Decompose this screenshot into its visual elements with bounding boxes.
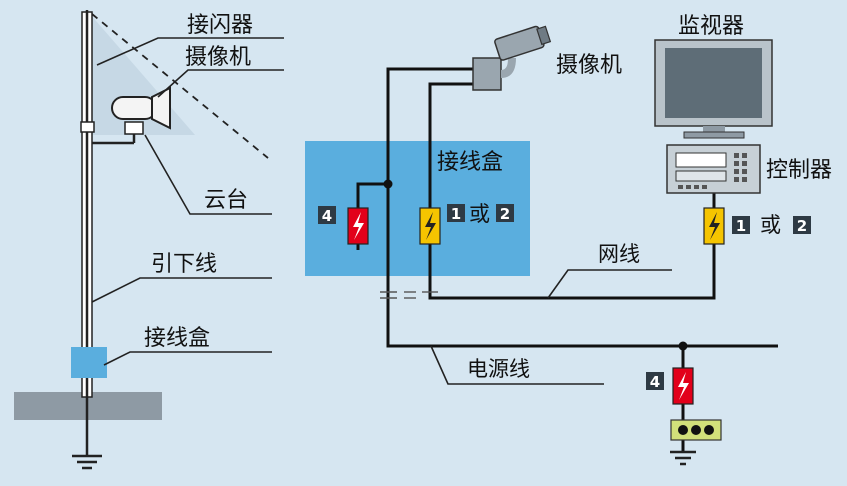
badge-1-controller: 1 — [736, 217, 746, 235]
label-left-camera: 摄像机 — [185, 45, 251, 70]
lightning-arrester-icon — [678, 372, 689, 400]
left-camera-icon — [92, 86, 171, 145]
right-ground-symbol-icon — [670, 450, 696, 466]
label-lightning-rod: 接闪器 — [187, 13, 253, 38]
lightning-arrester-icon — [353, 212, 364, 240]
badge-1-in-box: 1 — [451, 205, 461, 223]
network-wire — [428, 82, 716, 300]
or-word-in-box: 或 — [469, 202, 490, 226]
label-pan-tilt: 云台 — [204, 188, 248, 213]
label-right-camera: 摄像机 — [556, 53, 622, 78]
left-junction-box — [71, 347, 107, 378]
label-monitor: 监视器 — [678, 14, 744, 39]
left-ground-symbol-icon — [72, 454, 102, 470]
right-leader-lines — [430, 269, 672, 385]
lightning-arrester-icon — [709, 212, 720, 240]
power-junction-dot — [383, 179, 393, 189]
label-left-junction-box: 接线盒 — [144, 326, 210, 351]
monitor-icon — [654, 39, 773, 139]
label-network-line: 网线 — [598, 242, 640, 266]
lightning-arrester-icon — [425, 212, 436, 240]
badge-4-in-box: 4 — [322, 207, 332, 225]
or-word-controller: 或 — [760, 213, 781, 237]
right-junction-box — [305, 141, 530, 276]
cable-break-marks — [380, 291, 438, 299]
label-down-conductor: 引下线 — [151, 252, 217, 277]
arrester-power-tap: 4 — [646, 367, 694, 405]
right-camera-icon — [472, 25, 552, 91]
badge-2-in-box: 2 — [500, 205, 510, 223]
label-right-junction-box: 接线盒 — [437, 150, 503, 175]
pole — [80, 10, 95, 456]
arrester-network-controller: 1 或 2 — [703, 207, 811, 245]
badge-4-tap: 4 — [650, 373, 660, 391]
arrester-power-in-box: 4 — [318, 206, 369, 245]
label-controller: 控制器 — [766, 158, 832, 183]
power-wire — [356, 67, 778, 452]
terminal-block — [670, 419, 722, 441]
power-tap-dot — [678, 341, 688, 351]
left-leader-lines — [91, 37, 284, 366]
label-power-line: 电源线 — [467, 357, 530, 381]
controller-icon — [666, 144, 761, 194]
badge-2-controller: 2 — [797, 217, 807, 235]
arrester-network-in-box: 1 或 2 — [419, 202, 514, 245]
